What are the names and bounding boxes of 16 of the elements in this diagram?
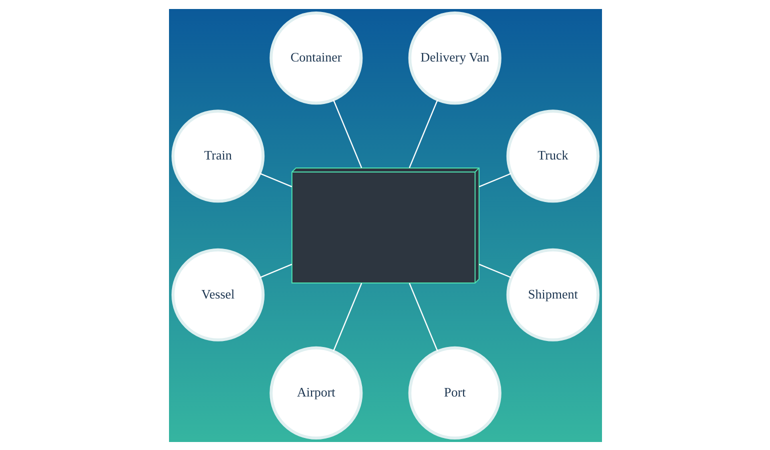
connector: [478, 263, 511, 278]
connector: [478, 172, 511, 187]
node-circle: Vessel: [171, 248, 264, 341]
node-circle: Shipment: [506, 248, 599, 341]
connector: [259, 263, 292, 278]
node-circle: Delivery Van: [408, 11, 501, 104]
node-circle: Port: [408, 346, 501, 439]
connector: [408, 99, 438, 168]
connector: [332, 99, 362, 168]
connector: [259, 172, 292, 187]
connector: [408, 282, 438, 351]
node-circle: Truck: [506, 109, 599, 202]
node-circle: Container: [269, 11, 362, 104]
connector: [332, 282, 362, 351]
node-circle: Airport: [269, 346, 362, 439]
node-circle: Train: [171, 109, 264, 202]
